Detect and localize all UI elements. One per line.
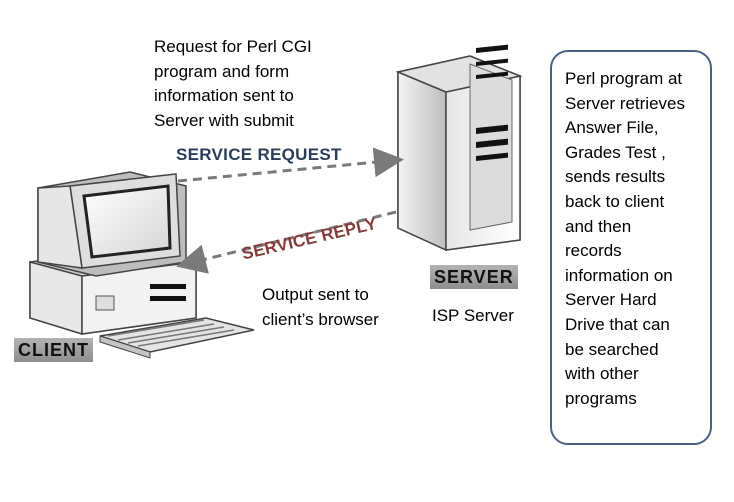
info-box-text: Perl program at Server retrieves Answer …	[565, 69, 685, 408]
service-request-arrow	[177, 147, 404, 183]
service-request-label: SERVICE REQUEST	[176, 145, 342, 164]
server-tag: SERVER	[430, 265, 518, 289]
client-computer-icon	[29, 171, 255, 359]
isp-server-label: ISP Server	[432, 306, 514, 325]
service-reply-arrow	[176, 210, 397, 274]
output-note: Output sent to client’s browser	[262, 285, 379, 329]
info-box	[550, 50, 712, 445]
client-tag: CLIENT	[14, 338, 93, 362]
request-note: Request for Perl CGI program and form in…	[154, 37, 312, 130]
server-tower-icon	[395, 44, 523, 252]
